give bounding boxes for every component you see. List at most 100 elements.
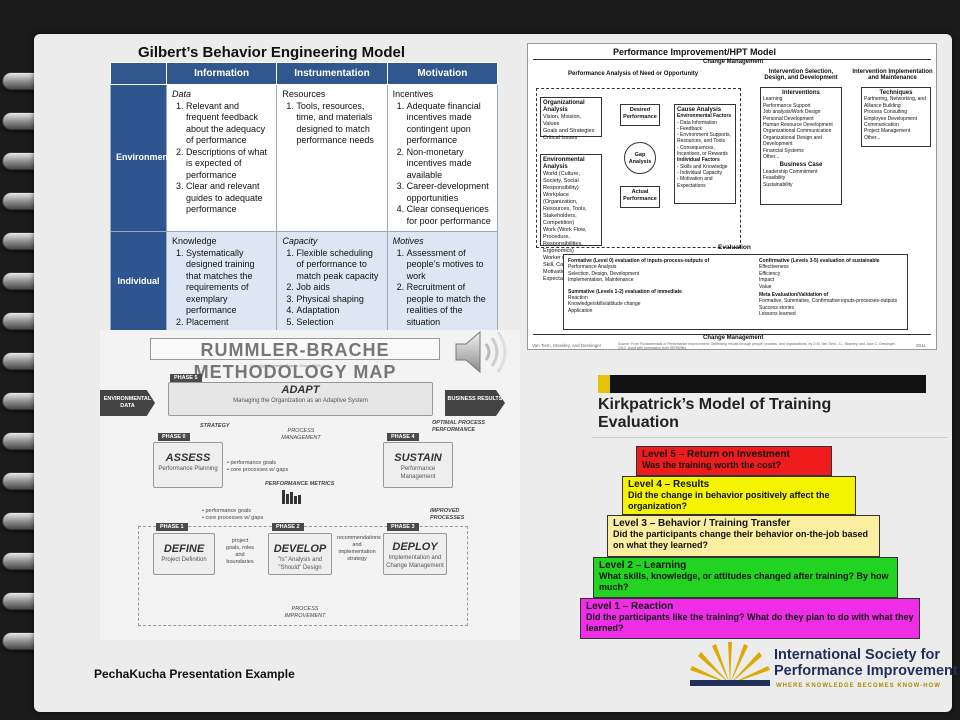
ispi-name: International Society for Performance Im… <box>774 647 958 679</box>
divider <box>533 59 931 60</box>
box-item: Leadership Commitment <box>763 168 818 175</box>
process-management-label: PROCESS MANAGEMENT <box>281 428 321 441</box>
goals-bullet: • performance goals <box>227 460 277 466</box>
box-title: SUSTAIN <box>394 452 442 464</box>
hpt-authors: Van Tiem, Moseley, and Dessinger <box>532 343 602 348</box>
gilbert-table: Information Instrumentation Motivation E… <box>110 62 499 333</box>
business-results-arrow: BUSINESS RESULTS <box>445 390 505 416</box>
box-item: Project Management <box>864 128 911 135</box>
table-cell: Knowledge Systematically designed traini… <box>165 231 278 333</box>
rummler-title: RUMMLER-BRACHE METHODOLOGY MAP <box>150 338 440 382</box>
process-improvement-label: PROCESS IMPROVEMENT <box>284 606 326 619</box>
box-subtitle: Managing the Organization as an Adaptive… <box>233 398 368 404</box>
box-item: Critical Issues <box>543 135 578 141</box>
kirkpatrick-header-bar <box>598 375 926 393</box>
box-title: Environmental Analysis <box>543 157 585 170</box>
goals-bullet: • core processes w/ gaps <box>227 467 289 473</box>
divider <box>592 437 948 438</box>
column-header: Motivation <box>386 62 499 85</box>
box-subtitle: "Is" Analysis and "Should" Design <box>277 557 323 571</box>
change-management-top: Change Management <box>703 59 764 65</box>
box-item: - Consequences, Incentives, or Rewards <box>677 144 728 158</box>
actual-performance-box: Actual Performance <box>620 186 660 208</box>
list-item: Clear and relevant guides to adequate pe… <box>186 181 271 216</box>
box-item: Employee Development <box>864 115 918 122</box>
list-item: Career-development opportunities <box>407 181 492 204</box>
evaluation-label: Evaluation <box>718 244 751 251</box>
box-subtitle: Performance Management <box>400 466 436 480</box>
list-item: Relevant and frequent feedback about the… <box>186 101 271 147</box>
box-item: Partnering, Networking, and Alliance Bui… <box>864 96 926 109</box>
box-item: Performance Analysis <box>568 264 617 271</box>
list-item: Systematically designed training that ma… <box>186 248 271 317</box>
box-title: Summative (Levels 1-2) evaluation of imm… <box>568 288 682 295</box>
column-header: Information <box>165 62 278 85</box>
hpt-model-diagram: Performance Improvement/HPT Model Change… <box>527 43 937 350</box>
table-cell: Motives Assessment of people’s motives t… <box>386 231 499 333</box>
define-box: DEFINE Project Definition <box>153 533 215 575</box>
kirkpatrick-title: Kirkpatrick’s Model of Training Evaluati… <box>598 396 832 431</box>
box-item: Formative, Summative, Confirmative input… <box>759 298 898 305</box>
org-analysis-box: Organizational Analysis Vision, Mission,… <box>540 97 602 141</box>
box-item: Application <box>568 307 593 314</box>
goals-bullet: • core processes w/ gaps <box>202 515 264 521</box>
box-item: Implementation, Maintenance <box>568 277 634 284</box>
adapt-box: ADAPT Managing the Organization as an Ad… <box>168 382 433 416</box>
box-item: Individual Factors <box>677 157 720 164</box>
list-item: Adequate financial incentives made conti… <box>407 101 492 147</box>
box-item: Value <box>759 283 772 290</box>
level-title: Level 5 – Return on Investment <box>642 449 790 460</box>
level-2-box: Level 2 – Learning What skills, knowledg… <box>593 557 898 598</box>
box-item: Sustainability <box>763 181 793 188</box>
change-management-bottom: Change Management <box>703 335 764 341</box>
box-title: DEVELOP <box>273 543 327 555</box>
analysis-header: Performance Analysis of Need or Opportun… <box>568 71 699 77</box>
cause-analysis-box: Cause Analysis Environmental Factors - D… <box>674 104 736 204</box>
box-item: Vision, Mission, Values <box>543 114 582 127</box>
list-item: Descriptions of what is expected of perf… <box>186 147 271 182</box>
box-subtitle: Performance Planning <box>158 466 218 472</box>
level-desc: Was the training worth the cost? <box>642 460 782 470</box>
list-item: Tools, resources, time, and materials de… <box>296 101 381 147</box>
box-title: DEFINE <box>163 543 205 555</box>
box-title: Cause Analysis <box>677 107 722 113</box>
box-title: DEPLOY <box>392 541 438 553</box>
column-header: Instrumentation <box>276 62 388 85</box>
env-analysis-box: Environmental Analysis World (Culture, S… <box>540 154 602 282</box>
box-item: Success stories <box>759 304 795 311</box>
desired-performance-box: Desired Performance <box>620 104 660 126</box>
box-item: Learning <box>763 96 783 103</box>
box-item: Feasibility <box>763 175 786 182</box>
box-item: Financial Systems <box>763 147 804 154</box>
box-item: Communication <box>864 122 899 129</box>
metrics-bars-icon <box>282 490 301 509</box>
box-item: Reaction <box>568 295 588 302</box>
box-item: Human Resource Development <box>763 122 833 129</box>
gap-analysis-circle: Gap Analysis <box>624 142 656 174</box>
box-title: Meta Evaluation/Validation of <box>759 292 829 299</box>
rummler-brache-map: RUMMLER-BRACHE METHODOLOGY MAP Copyright… <box>100 330 520 640</box>
box-item: Organizational Design and Development <box>763 134 822 148</box>
deploy-box: DEPLOY Implementation and Change Managem… <box>383 533 447 575</box>
caption: PechaKucha Presentation Example <box>94 667 295 681</box>
phase-label: PHASE 1 <box>156 523 188 531</box>
cell-heading: Knowledge <box>172 236 217 246</box>
box-item: - Data Information <box>677 119 718 126</box>
table-corner <box>110 62 167 85</box>
implementation-header: Intervention Implementation and Maintena… <box>852 69 933 81</box>
level-title: Level 1 – Reaction <box>586 601 674 612</box>
copyright: Copyright Rummler-Brache Group 2005 <box>250 363 321 368</box>
row-header: Individual <box>110 231 167 333</box>
box-item: Goals and Strategies <box>543 128 595 134</box>
box-item: - Feedback <box>677 125 703 132</box>
box-item: Knowledge/skills/attitude change <box>568 301 641 308</box>
level-3-box: Level 3 – Behavior / Training Transfer D… <box>607 515 880 557</box>
env-data-arrow: ENVIRONMENTAL DATA <box>100 390 155 416</box>
optimal-performance-label: OPTIMAL PROCESS PERFORMANCE <box>432 420 486 433</box>
level-4-box: Level 4 – Results Did the change in beha… <box>622 476 856 515</box>
row-header: Environment <box>110 84 171 232</box>
box-title: Confirmative (Levels 3-5) evaluation of … <box>759 258 880 264</box>
table-cell: Resources Tools, resources, time, and ma… <box>276 84 388 232</box>
speaker-icon[interactable] <box>452 326 508 383</box>
cell-heading: Resources <box>282 89 326 99</box>
